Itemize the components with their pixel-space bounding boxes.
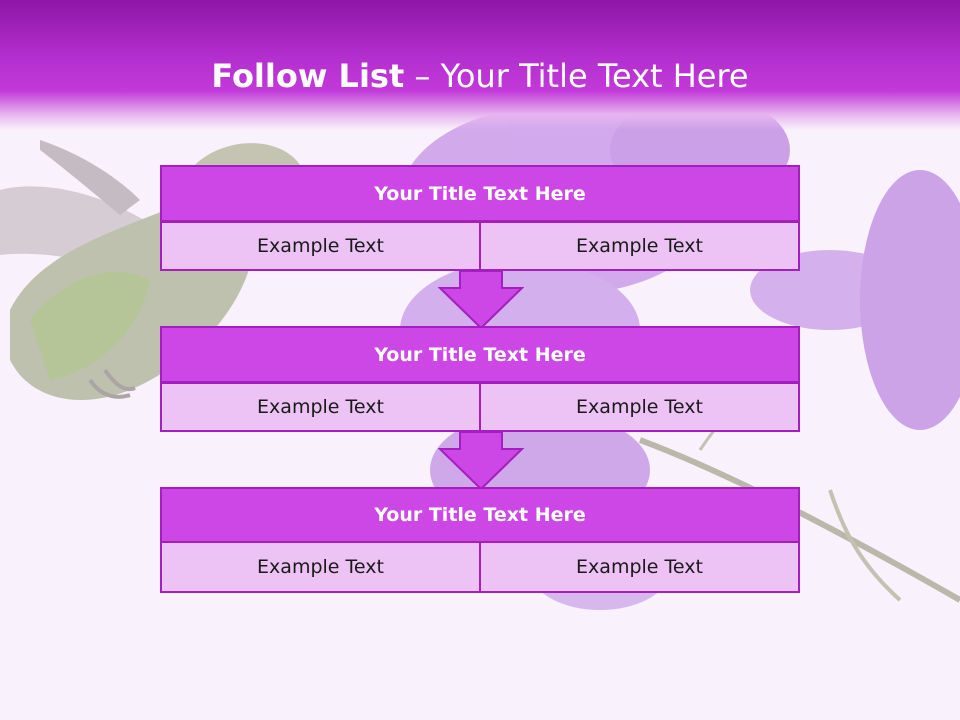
slide-title-rest: – Your Title Text Here	[404, 57, 749, 95]
step-cell-right: Example Text	[479, 541, 800, 593]
slide-title: Follow List – Your Title Text Here	[0, 52, 960, 100]
step-box-3: Your Title Text Here Example Text Exampl…	[160, 487, 800, 593]
step-title: Your Title Text Here	[160, 487, 800, 543]
flower-cluster	[860, 170, 960, 430]
hummingbird-feet	[88, 368, 136, 399]
step-cell-right: Example Text	[479, 382, 800, 432]
hummingbird-back	[30, 272, 150, 380]
step-box-2: Your Title Text Here Example Text Exampl…	[160, 326, 800, 432]
down-arrow-icon	[438, 270, 524, 330]
step-cell-left: Example Text	[160, 221, 481, 271]
step-cell-left: Example Text	[160, 541, 481, 593]
down-arrow-icon	[438, 431, 524, 491]
step-title: Your Title Text Here	[160, 165, 800, 222]
step-box-1: Your Title Text Here Example Text Exampl…	[160, 165, 800, 271]
slide-title-bold: Follow List	[211, 57, 405, 95]
header-bar	[0, 0, 960, 130]
step-cell-left: Example Text	[160, 382, 481, 432]
step-title: Your Title Text Here	[160, 326, 800, 383]
flower-stem-branch	[828, 489, 902, 602]
hummingbird-tail	[40, 140, 140, 215]
step-cell-right: Example Text	[479, 221, 800, 271]
